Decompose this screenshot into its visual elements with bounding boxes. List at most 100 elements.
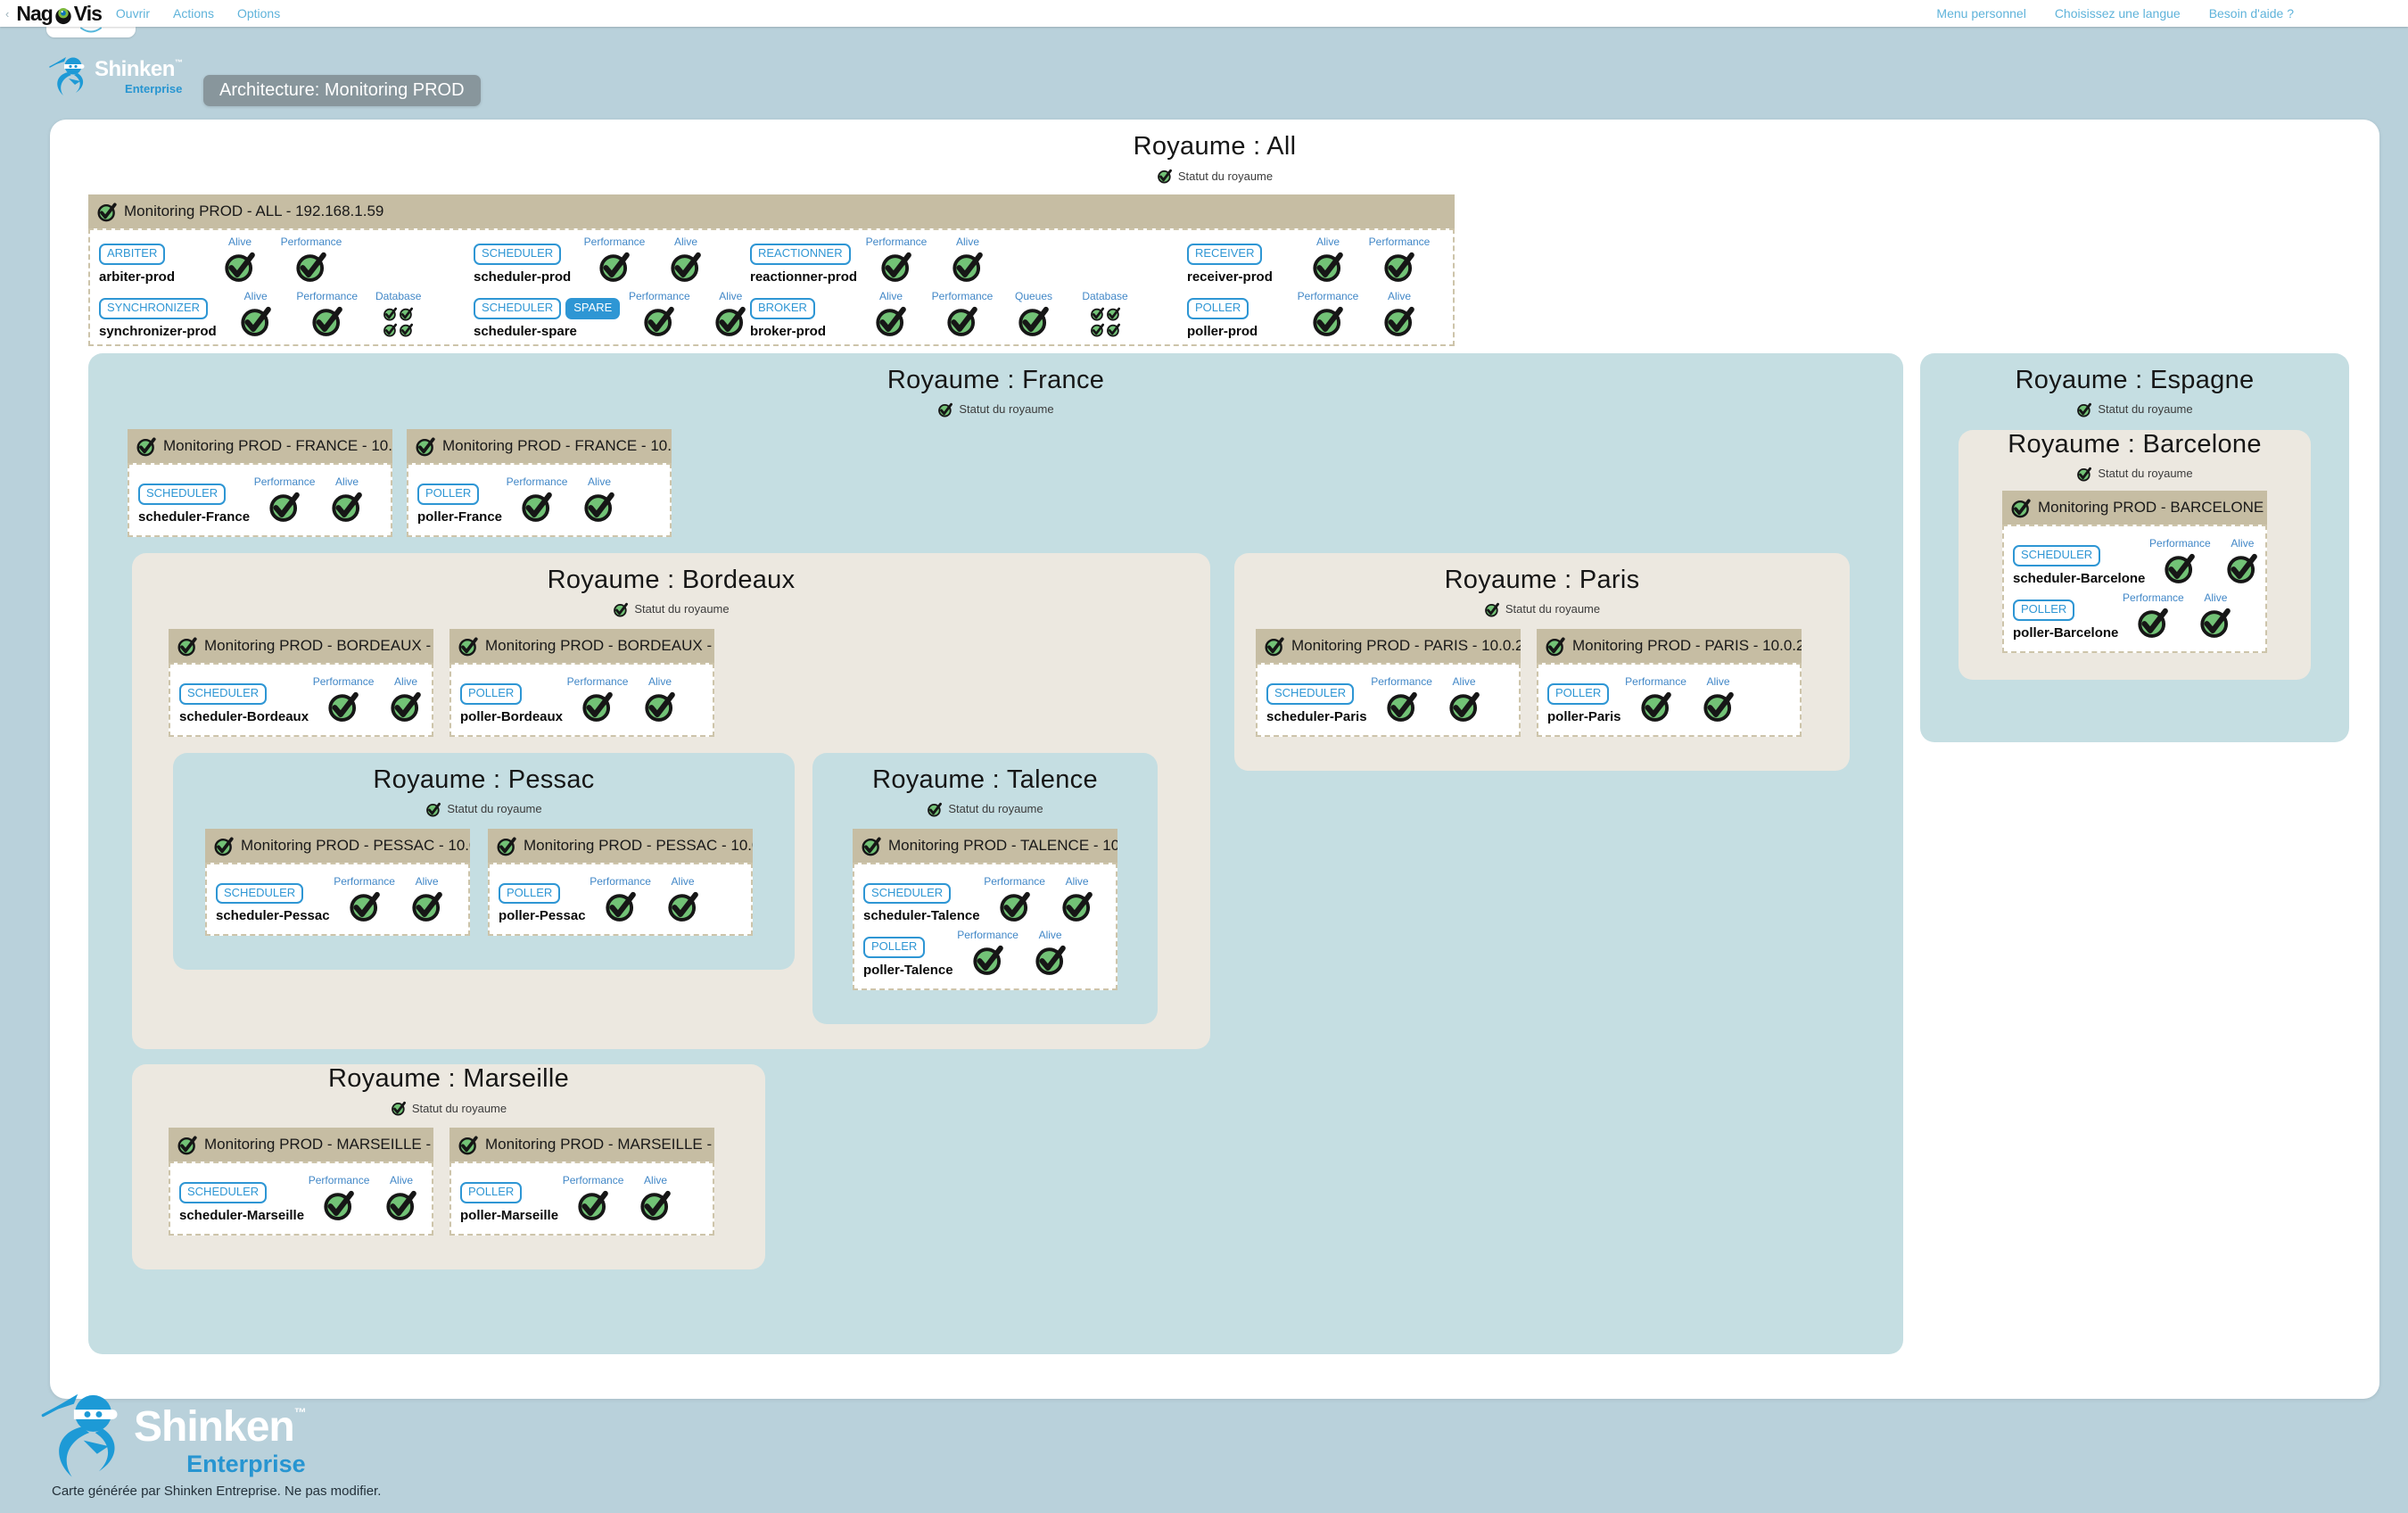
status-check-icon[interactable] [713, 303, 747, 337]
box-header[interactable]: Monitoring PROD - TALENCE - 10... [853, 828, 1117, 863]
status-check-icon[interactable] [520, 489, 554, 523]
status-check-icon[interactable] [2163, 550, 2197, 584]
status-check-icon[interactable] [326, 689, 360, 723]
menu-item-options[interactable]: Options [236, 6, 281, 21]
status-check-icon[interactable] [223, 249, 257, 283]
realm-status-check-icon[interactable] [927, 801, 943, 817]
realm-status-check-icon[interactable] [1484, 601, 1500, 617]
menu-item-aide[interactable]: Besoin d'aide ? [2208, 6, 2294, 21]
status-check-icon[interactable] [1034, 942, 1068, 976]
status-check-icon[interactable] [945, 303, 979, 337]
check-label: Alive [2231, 536, 2255, 550]
status-check-icon[interactable] [1702, 689, 1736, 723]
realm-status-check-icon[interactable] [613, 601, 629, 617]
service-check-alive: Alive [629, 675, 691, 723]
status-check-icon[interactable] [879, 249, 913, 283]
status-check-icon[interactable] [643, 689, 677, 723]
check-label: Performance [308, 1174, 370, 1187]
box-header[interactable]: Monitoring PROD - FRANCE - 10.... [407, 428, 672, 463]
service-check-alive: Alive [375, 675, 437, 723]
status-check-icon[interactable] [384, 1187, 418, 1221]
status-check-icon[interactable] [2225, 550, 2259, 584]
france-boxes-row: Monitoring PROD - FRANCE - 10.... SCHEDUL… [128, 428, 1903, 537]
box-header[interactable]: Monitoring PROD - BORDEAUX - ... [449, 628, 714, 663]
status-check-icon[interactable] [604, 889, 638, 922]
box-header[interactable]: Monitoring PROD - PARIS - 10.0.2.2 [1537, 628, 1802, 663]
status-check-icon[interactable] [239, 303, 273, 337]
sidebar-collapse-arrow[interactable]: ‹ [5, 6, 10, 21]
box-header[interactable]: Monitoring PROD - BARCELONE -... [2002, 490, 2267, 525]
box-header[interactable]: Monitoring PROD - MARSEILLE - ... [449, 1128, 714, 1162]
box-header[interactable]: Monitoring PROD - PESSAC - 10.0... [205, 828, 470, 863]
status-check-icon[interactable] [330, 489, 364, 523]
menu-item-ouvrir[interactable]: Ouvrir [115, 6, 151, 21]
database-quad-check-icon[interactable] [383, 306, 414, 337]
header-toggle-tab[interactable] [46, 27, 136, 37]
status-check-icon[interactable] [348, 889, 382, 922]
box-header[interactable]: Monitoring PROD - MARSEILLE - ... [169, 1128, 433, 1162]
status-check-icon[interactable] [576, 1187, 610, 1221]
status-check-icon[interactable] [1382, 303, 1416, 337]
realm-status-check-icon[interactable] [425, 801, 441, 817]
box-header[interactable]: Monitoring PROD - FRANCE - 10.... [128, 428, 392, 463]
database-quad-check-icon[interactable] [1090, 306, 1121, 337]
status-check-icon[interactable] [322, 1187, 356, 1221]
role-badge-scheduler: SCHEDULER [138, 483, 227, 505]
status-check-icon[interactable] [2136, 605, 2170, 639]
status-check-icon[interactable] [294, 249, 328, 283]
status-check-icon[interactable] [1311, 249, 1345, 283]
status-check-icon[interactable] [1017, 303, 1051, 337]
realm-status-check-icon[interactable] [2076, 466, 2092, 482]
nagvis-logo[interactable]: Nag Vis [16, 2, 103, 26]
status-check-icon[interactable] [410, 889, 444, 922]
status-check-icon[interactable] [310, 303, 344, 337]
status-check-icon[interactable] [581, 689, 614, 723]
box-header[interactable]: Monitoring PROD - BORDEAUX - ... [169, 628, 433, 663]
status-check-icon[interactable] [582, 489, 616, 523]
status-check-icon[interactable] [1447, 689, 1481, 723]
status-check-icon[interactable] [639, 1187, 672, 1221]
status-check-icon[interactable] [971, 942, 1005, 976]
status-check-icon[interactable] [874, 303, 908, 337]
menu-item-langue[interactable]: Choisissez une langue [2054, 6, 2181, 21]
check-label: Performance [312, 674, 375, 688]
status-check-icon[interactable] [389, 689, 423, 723]
realm-status-check-icon[interactable] [2076, 401, 2092, 418]
status-check-icon[interactable] [998, 889, 1032, 922]
status-check-icon[interactable] [598, 249, 631, 283]
realm-status-check-icon[interactable] [391, 1100, 407, 1116]
realm-panel-espagne: Royaume : Espagne Statut du royaume Roya… [1920, 352, 2349, 742]
box-header[interactable]: Monitoring PROD - PARIS - 10.0.2.1 [1256, 628, 1521, 663]
status-check-icon[interactable] [2198, 605, 2232, 639]
realm-status-check-icon[interactable] [1157, 168, 1173, 184]
box-header[interactable]: Monitoring PROD - ALL - 192.168.1.59 [88, 194, 1455, 228]
box-header[interactable]: Monitoring PROD - PESSAC - 10.0... [488, 828, 753, 863]
menu-item-personnel[interactable]: Menu personnel [1936, 6, 2026, 21]
status-check-icon[interactable] [1060, 889, 1094, 922]
ok-check-icon [2138, 608, 2169, 638]
ok-check-icon [2227, 553, 2258, 583]
realm-status-check-icon[interactable] [937, 401, 953, 418]
status-check-icon[interactable] [666, 889, 700, 922]
status-check-icon[interactable] [951, 249, 985, 283]
status-check-icon[interactable] [1382, 249, 1416, 283]
check-label: Queues [1014, 289, 1053, 302]
menu-item-actions[interactable]: Actions [173, 6, 214, 21]
status-check-icon[interactable] [642, 303, 676, 337]
status-check-icon[interactable] [669, 249, 703, 283]
ok-check-icon [614, 602, 629, 617]
bordeaux-subrealms-row: Royaume : Pessac Statut du royaume Monit… [173, 752, 1210, 1025]
status-check-icon[interactable] [1385, 689, 1419, 723]
status-check-icon[interactable] [1311, 303, 1345, 337]
realm-status-label: Statut du royaume [411, 1101, 507, 1115]
status-check-icon[interactable] [268, 489, 301, 523]
status-check-icon[interactable] [1639, 689, 1673, 723]
